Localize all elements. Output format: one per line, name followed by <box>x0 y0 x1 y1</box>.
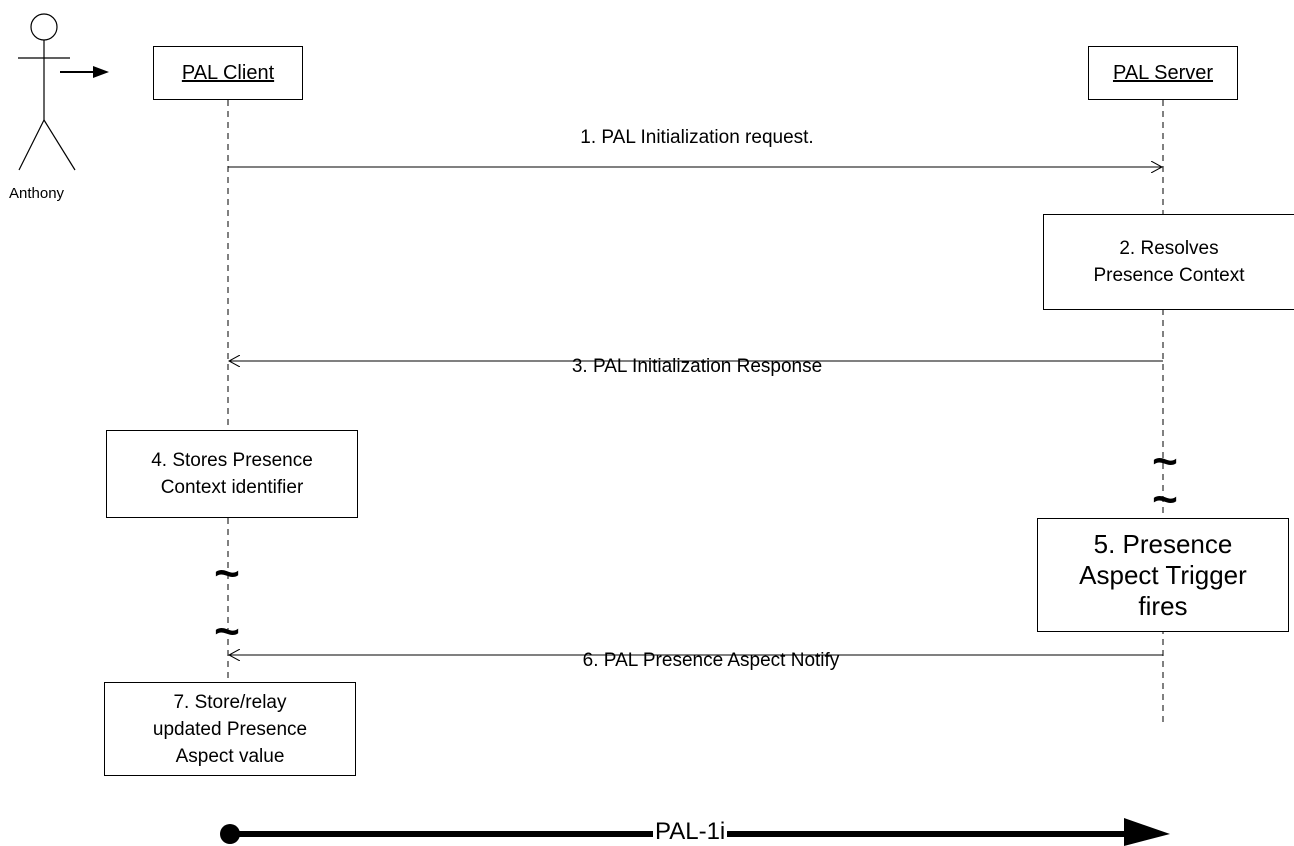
actor-right-leg <box>43 119 76 171</box>
actor-arrow <box>60 66 109 78</box>
participant-pal-client: PAL Client <box>153 46 303 100</box>
note-4-stores-context-identifier: 4. Stores Presence Context identifier <box>106 430 358 518</box>
participant-pal-server: PAL Server <box>1088 46 1238 100</box>
actor-left-leg <box>18 119 45 171</box>
note-5-presence-aspect-trigger: 5. Presence Aspect Trigger fires <box>1037 518 1289 632</box>
actor-name: Anthony <box>9 185 65 202</box>
message-3-label: 3. PAL Initialization Response <box>571 356 823 377</box>
note-2-resolves-presence-context: 2. Resolves Presence Context <box>1043 214 1294 310</box>
note-7-store-relay-aspect-value: 7. Store/relay updated Presence Aspect v… <box>104 682 356 776</box>
actor-head <box>30 13 58 41</box>
server-break-symbol-upper: ~ <box>1152 437 1178 486</box>
pal-1i-label: PAL-1i <box>653 818 728 846</box>
pal-1i-arrowhead <box>1124 818 1170 846</box>
message-1-label: 1. PAL Initialization request. <box>580 127 814 148</box>
actor-figure <box>18 13 76 171</box>
client-break-symbol-upper: ~ <box>214 549 240 598</box>
message-6-label: 6. PAL Presence Aspect Notify <box>582 650 840 671</box>
server-break-symbol-lower: ~ <box>1152 475 1178 524</box>
client-break-symbol-lower: ~ <box>214 607 240 656</box>
